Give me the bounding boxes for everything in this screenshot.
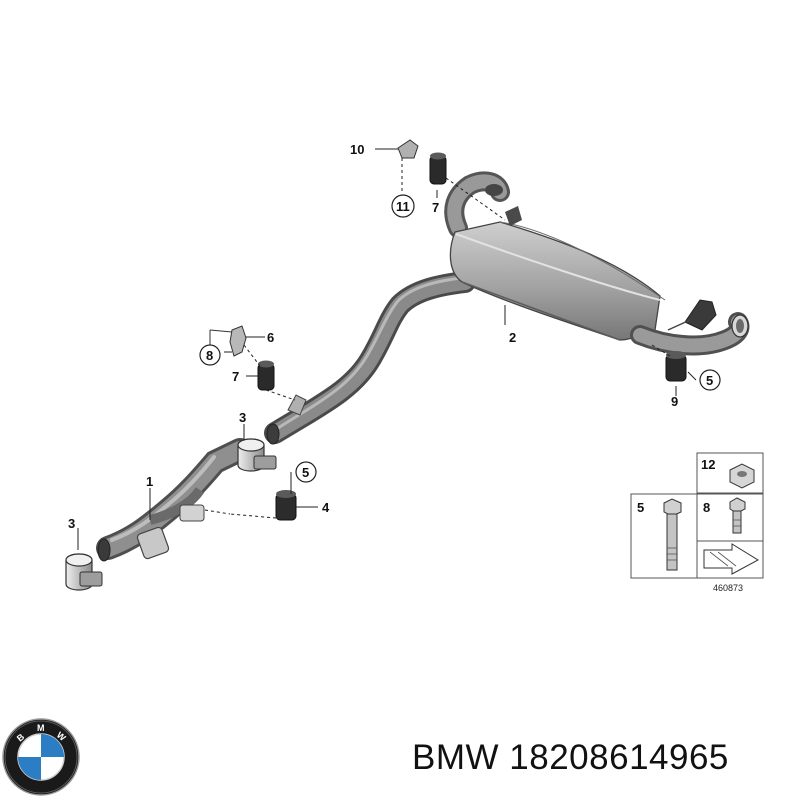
circled-callout-5-mid: 5 bbox=[295, 461, 317, 483]
tail-bracket bbox=[667, 299, 717, 331]
bolt-short-icon bbox=[729, 497, 746, 534]
callout-3-lower: 3 bbox=[68, 516, 75, 531]
bolt-long-icon bbox=[663, 498, 682, 571]
pipe-hanger-bracket bbox=[287, 394, 307, 416]
circled-callout-8: 8 bbox=[199, 344, 221, 366]
rubber-mount-7-top bbox=[429, 152, 522, 226]
legend-label-8: 8 bbox=[703, 500, 710, 515]
rubber-mount-7-left bbox=[257, 360, 296, 401]
rear-muffler bbox=[449, 221, 666, 341]
brand-part-caption: BMW 18208614965 bbox=[412, 738, 729, 778]
callout-2: 2 bbox=[509, 330, 516, 345]
callout-8: 8 bbox=[206, 348, 213, 363]
callout-5-mid: 5 bbox=[302, 465, 309, 480]
callout-10: 10 bbox=[350, 142, 364, 157]
rubber-mount-4 bbox=[204, 490, 297, 521]
hanger-bracket-6 bbox=[209, 325, 261, 367]
brand-name: BMW bbox=[412, 738, 500, 777]
callout-5-right: 5 bbox=[706, 373, 713, 388]
rear-inlet-pipe bbox=[444, 171, 510, 238]
callout-9: 9 bbox=[671, 394, 678, 409]
rubber-mount-9 bbox=[651, 344, 687, 382]
pipe-flange bbox=[136, 504, 205, 560]
hex-nut-icon bbox=[729, 463, 755, 489]
callout-1: 1 bbox=[146, 474, 153, 489]
callout-4: 4 bbox=[322, 500, 330, 515]
callout-3-upper: 3 bbox=[239, 410, 246, 425]
callout-7-top: 7 bbox=[432, 200, 439, 215]
diagram-reference-number: 460873 bbox=[713, 583, 743, 593]
pipe-clamp-upper bbox=[237, 438, 277, 472]
part-number: 18208614965 bbox=[509, 738, 729, 777]
callout-11: 11 bbox=[396, 199, 410, 214]
logo-letter-b: B bbox=[15, 731, 27, 743]
fastener-legend: 12 5 8 460873 bbox=[630, 452, 764, 593]
front-pipe-section bbox=[96, 438, 252, 562]
leader-lines bbox=[77, 148, 697, 550]
bmw-logo: B M W bbox=[2, 718, 80, 796]
tail-pipe bbox=[630, 312, 750, 356]
logo-letter-m: M bbox=[37, 723, 45, 733]
callout-6: 6 bbox=[267, 330, 274, 345]
pipe-clamp-lower bbox=[65, 553, 103, 591]
circled-callout-11: 11 bbox=[391, 194, 415, 218]
circled-callout-5-right: 5 bbox=[699, 369, 721, 391]
legend-label-5: 5 bbox=[637, 500, 644, 515]
legend-label-12: 12 bbox=[701, 457, 715, 472]
hanger-bracket-10 bbox=[397, 139, 419, 192]
middle-pipe bbox=[264, 271, 476, 445]
callout-7-left: 7 bbox=[232, 369, 239, 384]
direction-arrow-icon bbox=[703, 543, 760, 575]
